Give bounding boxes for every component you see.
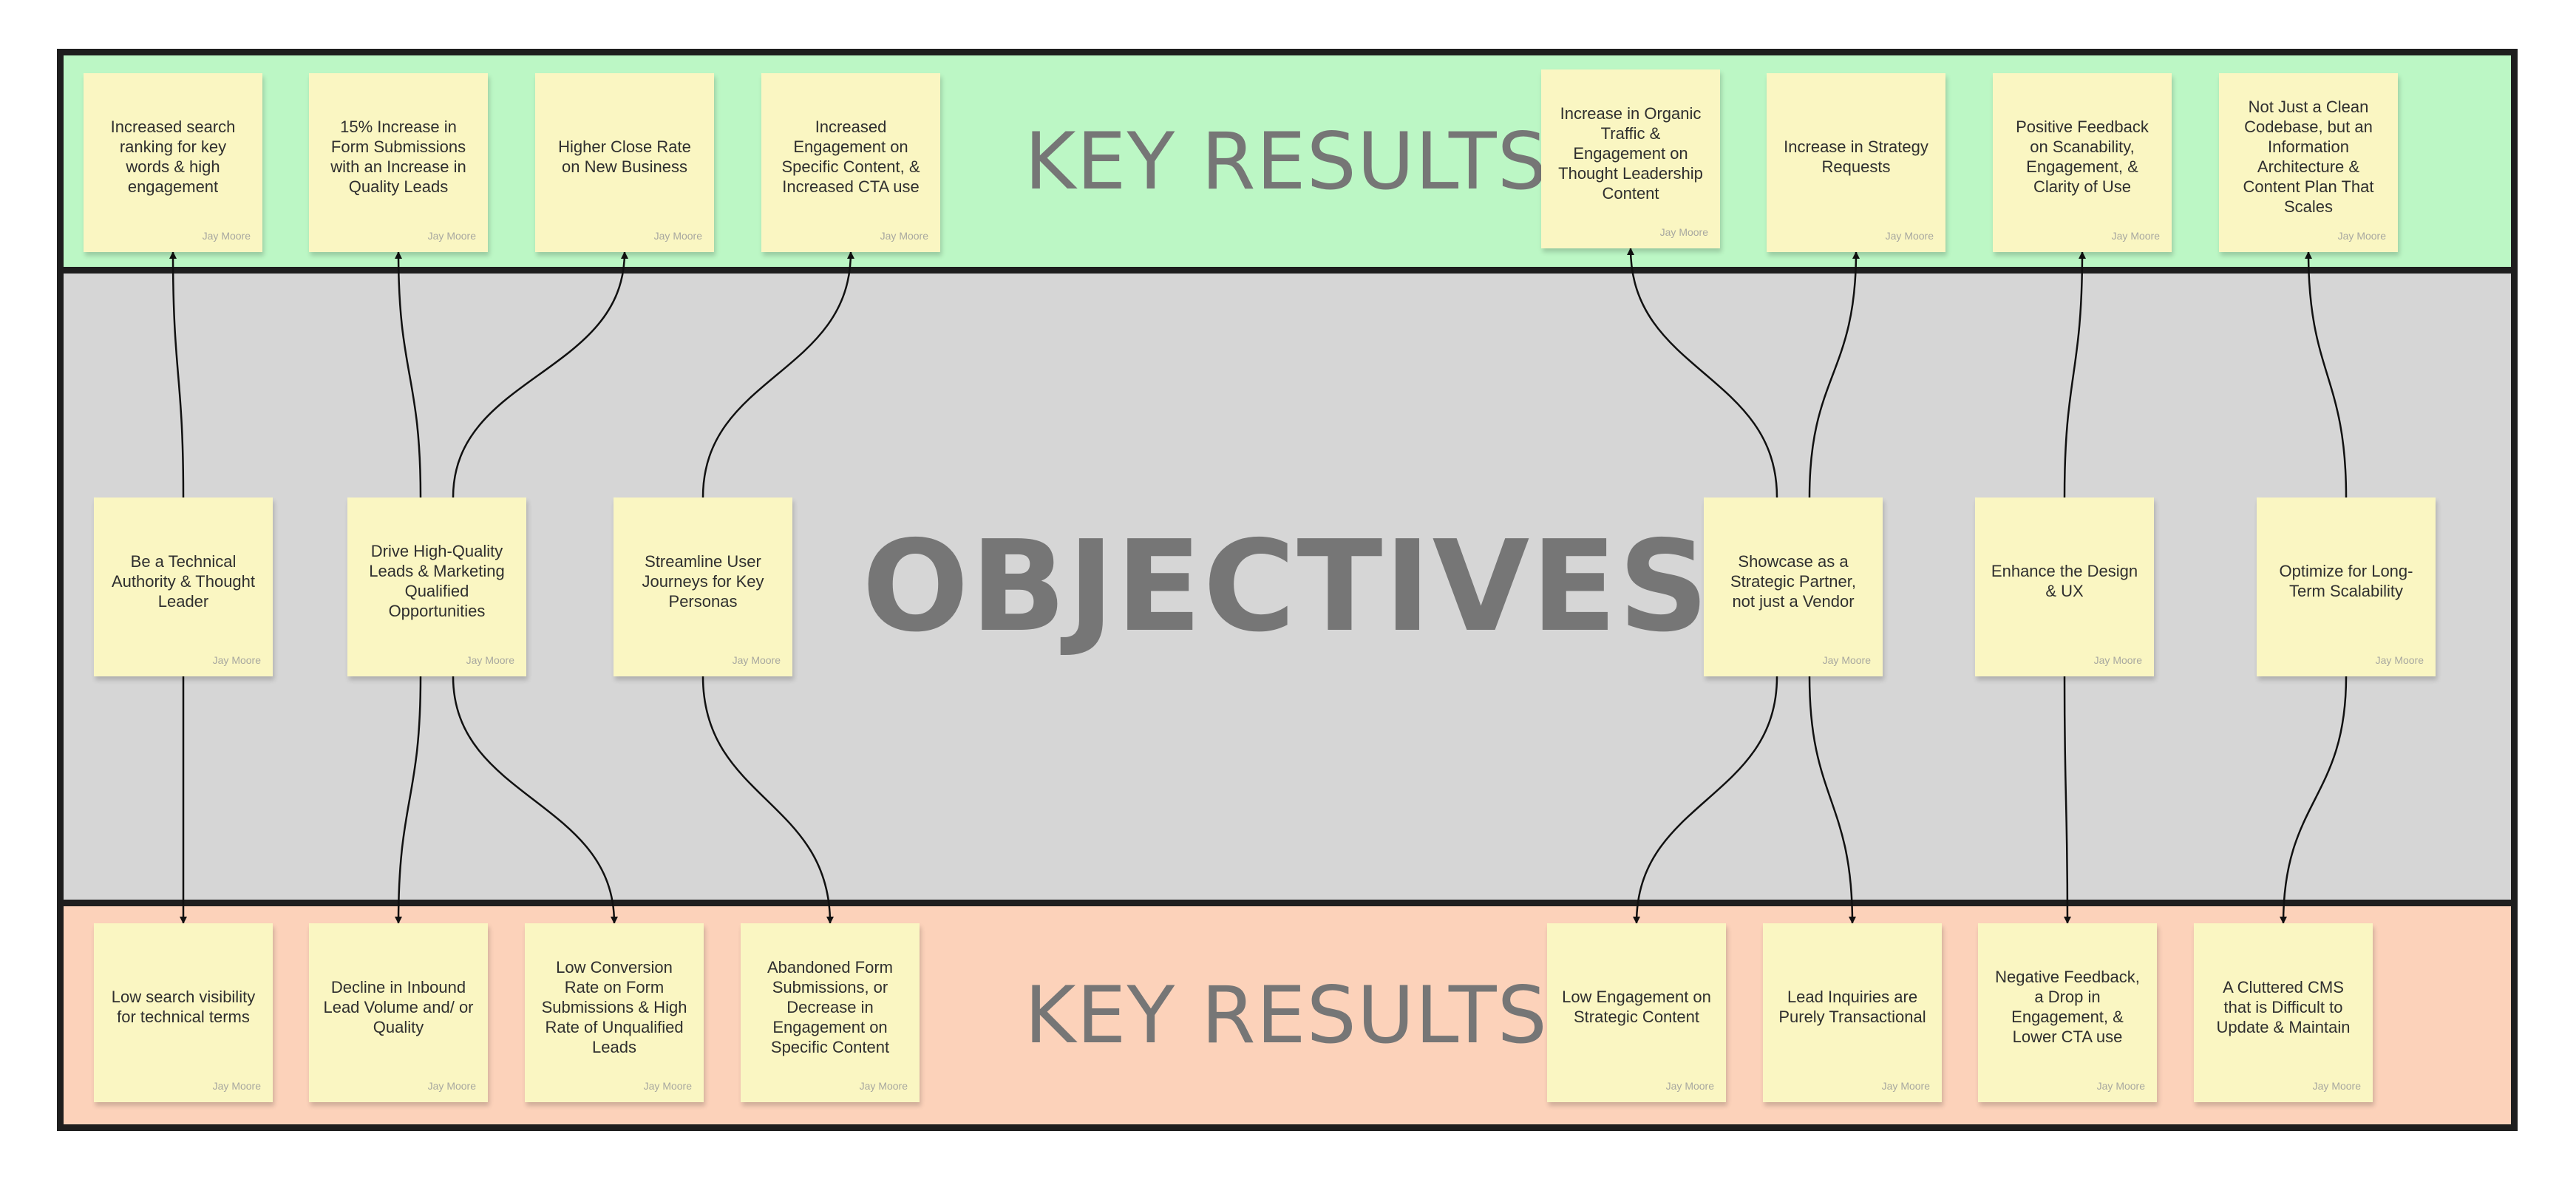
sticky-note-author: Jay Moore [427,230,476,242]
sticky-note-text: Low Engagement on Strategic Content [1562,988,1711,1026]
sticky-note-t8[interactable]: Not Just a Clean Codebase, but an Inform… [2219,73,2398,252]
sticky-note-author: Jay Moore [2111,230,2160,242]
sticky-note-author: Jay Moore [212,1080,261,1092]
sticky-note-b3[interactable]: Low Conversion Rate on Form Submissions … [525,923,704,1102]
connector-m2-t2 [395,251,422,498]
sticky-note-text: Low Conversion Rate on Form Submissions … [541,957,687,1056]
objectives-title: OBJECTIVES [862,514,1710,660]
sticky-note-author: Jay Moore [1659,226,1708,238]
sticky-note-b2[interactable]: Decline in Inbound Lead Volume and/ or Q… [309,923,488,1102]
sticky-note-text: Streamline User Journeys for Key Persona… [642,551,764,611]
sticky-note-text: Be a Technical Authority & Thought Leade… [111,551,256,611]
sticky-note-author: Jay Moore [653,230,702,242]
connector-m6-b8 [2280,676,2348,924]
connector-m2-t3 [452,251,628,498]
connector-m4-t6 [1808,251,1860,498]
sticky-note-text: Showcase as a Strategic Partner, not jus… [1730,551,1856,611]
connector-m3-t4 [701,251,854,498]
connector-m2-b2 [395,676,422,924]
connector-m3-b4 [701,676,834,924]
sticky-note-author: Jay Moore [2093,654,2142,666]
sticky-note-t7[interactable]: Positive Feedback on Scanability, Engage… [1993,73,2172,252]
connector-m5-b7 [2063,676,2071,924]
sticky-note-author: Jay Moore [2096,1080,2145,1092]
sticky-note-text: Positive Feedback on Scanability, Engage… [2016,118,2149,196]
sticky-note-author: Jay Moore [202,230,251,242]
connector-m4-t5 [1627,248,1778,498]
sticky-note-text: Abandoned Form Submissions, or Decrease … [767,957,893,1056]
connector-m4-b6 [1808,676,1856,924]
connector-m6-t8 [2305,251,2348,498]
sticky-note-text: A Cluttered CMS that is Difficult to Upd… [2216,977,2351,1036]
sticky-note-text: Increase in Strategy Requests [1784,137,1928,176]
sticky-note-b7[interactable]: Negative Feedback, a Drop in Engagement,… [1978,923,2157,1102]
sticky-note-text: Negative Feedback, a Drop in Engagement,… [1995,968,2140,1046]
connector-m5-t7 [2063,251,2086,498]
sticky-note-text: Enhance the Design & UX [1991,562,2138,600]
sticky-note-m4[interactable]: Showcase as a Strategic Partner, not jus… [1704,497,1883,676]
connector-m4-b5 [1633,676,1778,924]
sticky-note-text: Decline in Inbound Lead Volume and/ or Q… [323,977,474,1036]
sticky-note-author: Jay Moore [859,1080,908,1092]
sticky-note-m2[interactable]: Drive High-Quality Leads & Marketing Qua… [347,497,526,676]
key-results-bottom-title: KEY RESULTS [1024,970,1548,1061]
sticky-note-text: Increase in Organic Traffic & Engagement… [1558,103,1703,203]
sticky-note-author: Jay Moore [880,230,928,242]
sticky-note-text: Increased search ranking for key words &… [110,118,236,196]
sticky-note-author: Jay Moore [1885,230,1934,242]
sticky-note-text: Not Just a Clean Codebase, but an Inform… [2243,98,2374,216]
sticky-note-b4[interactable]: Abandoned Form Submissions, or Decrease … [741,923,920,1102]
sticky-note-text: Increased Engagement on Specific Content… [781,118,920,196]
connector-m1-t1 [169,251,185,498]
sticky-note-m5[interactable]: Enhance the Design & UX Jay Moore [1975,497,2154,676]
sticky-note-text: 15% Increase in Form Submissions with an… [330,118,466,196]
sticky-note-m1[interactable]: Be a Technical Authority & Thought Leade… [94,497,273,676]
sticky-note-m3[interactable]: Streamline User Journeys for Key Persona… [614,497,792,676]
sticky-note-b1[interactable]: Low search visibility for technical term… [94,923,273,1102]
sticky-note-text: Drive High-Quality Leads & Marketing Qua… [369,542,505,620]
sticky-note-author: Jay Moore [212,654,261,666]
sticky-note-author: Jay Moore [2337,230,2386,242]
key-results-top-title: KEY RESULTS [1024,116,1548,207]
sticky-note-t4[interactable]: Increased Engagement on Specific Content… [761,73,940,252]
sticky-note-author: Jay Moore [1665,1080,1714,1092]
sticky-note-author: Jay Moore [1881,1080,1930,1092]
sticky-note-author: Jay Moore [2312,1080,2361,1092]
sticky-note-t5[interactable]: Increase in Organic Traffic & Engagement… [1541,69,1720,248]
sticky-note-author: Jay Moore [2375,654,2424,666]
sticky-note-text: Low search visibility for technical term… [111,988,256,1026]
connector-m2-b3 [452,676,618,924]
sticky-note-author: Jay Moore [732,654,781,666]
sticky-note-text: Optimize for Long-Term Scalability [2279,562,2413,600]
sticky-note-author: Jay Moore [643,1080,692,1092]
sticky-note-b8[interactable]: A Cluttered CMS that is Difficult to Upd… [2194,923,2373,1102]
sticky-note-t2[interactable]: 15% Increase in Form Submissions with an… [309,73,488,252]
sticky-note-t1[interactable]: Increased search ranking for key words &… [84,73,262,252]
sticky-note-text: Higher Close Rate on New Business [558,137,691,176]
sticky-note-author: Jay Moore [427,1080,476,1092]
sticky-note-text: Lead Inquiries are Purely Transactional [1778,988,1926,1026]
sticky-note-author: Jay Moore [1822,654,1871,666]
sticky-note-author: Jay Moore [466,654,514,666]
